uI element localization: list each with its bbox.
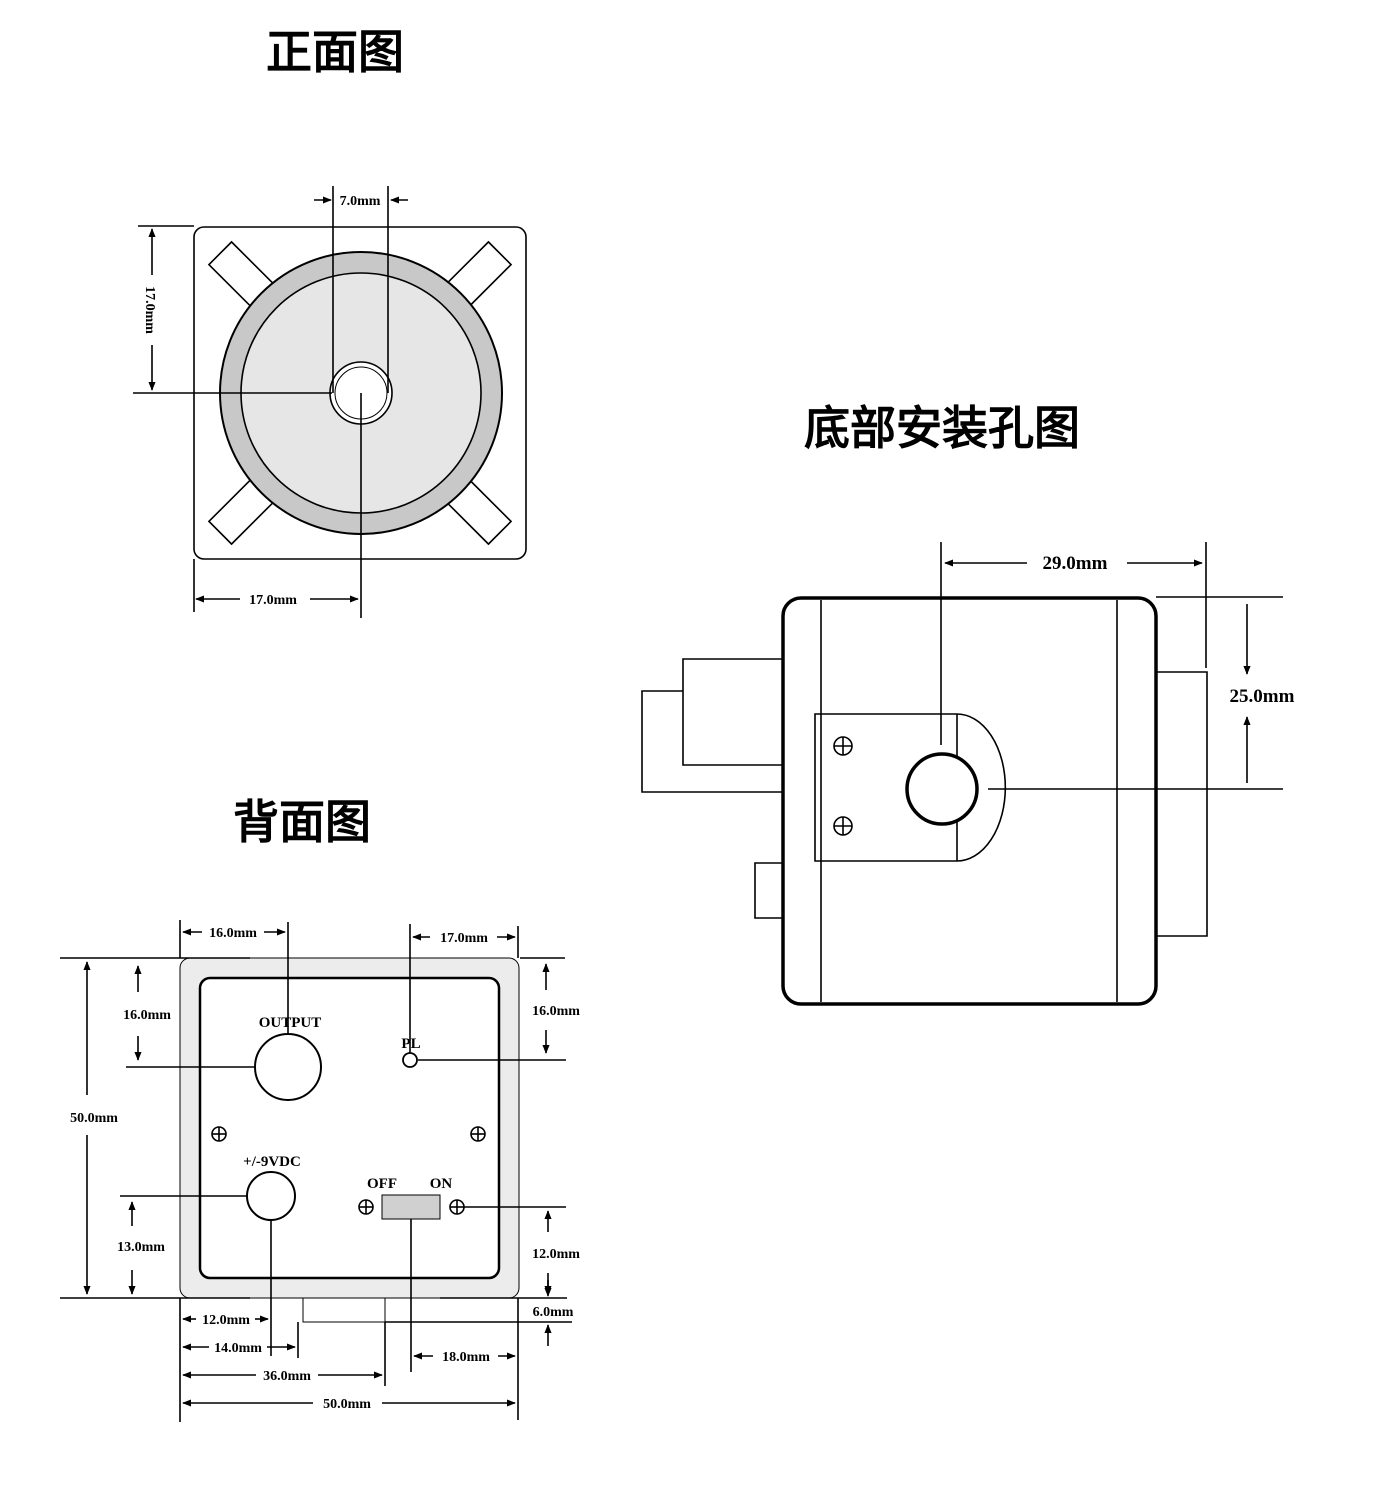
screw-icon <box>358 1199 374 1215</box>
label-power: +/-9VDC <box>243 1154 301 1170</box>
power-jack <box>246 1171 296 1221</box>
tripod-mount-hole <box>905 752 979 826</box>
bottom-view: 底部安装孔图 29.0mm <box>641 401 1295 1006</box>
dim-back-bottom-2: 14.0mm <box>214 1341 262 1356</box>
dim-back-left-upper: 16.0mm <box>123 1008 171 1023</box>
label-pl: PL <box>401 1036 420 1052</box>
power-switch <box>381 1194 441 1220</box>
screw-icon <box>470 1126 486 1142</box>
dim-front-top: 7.0mm <box>340 194 381 209</box>
screw-icon <box>833 736 853 756</box>
lens-mount-protrusion <box>682 658 783 766</box>
dim-back-right-bottom: 6.0mm <box>533 1305 574 1320</box>
label-off: OFF <box>367 1176 397 1192</box>
back-view: 背面图 OUTPUT PL +/-9VDC OFF ON <box>60 795 580 1422</box>
label-on: ON <box>430 1176 453 1192</box>
output-connector <box>254 1033 322 1101</box>
front-view: 正面图 7.0mm 17.0mm 17.0mm <box>133 25 527 618</box>
pl-indicator-led <box>402 1052 418 1068</box>
dim-back-bottom-1: 12.0mm <box>202 1313 250 1328</box>
rear-connector <box>1156 671 1208 937</box>
dim-back-bottom-3: 36.0mm <box>263 1369 311 1384</box>
dim-front-bottom: 17.0mm <box>249 593 297 608</box>
dim-bottom-top: 29.0mm <box>1043 553 1108 574</box>
dim-back-top-left: 16.0mm <box>209 926 257 941</box>
dim-back-top-right: 17.0mm <box>440 931 488 946</box>
side-block <box>754 862 783 919</box>
dim-front-left: 17.0mm <box>142 286 157 334</box>
dim-back-bottom-4: 50.0mm <box>323 1397 371 1412</box>
dim-back-left-lower: 13.0mm <box>117 1240 165 1255</box>
screw-icon <box>449 1199 465 1215</box>
dim-bottom-right: 25.0mm <box>1230 686 1295 707</box>
mounting-plate <box>814 713 1007 862</box>
back-inner-panel <box>198 976 501 1280</box>
dim-back-bottom-right: 18.0mm <box>442 1350 490 1365</box>
label-output: OUTPUT <box>259 1015 322 1031</box>
bottom-body-outline <box>781 596 1158 1006</box>
screw-icon <box>833 816 853 836</box>
dim-back-left-total: 50.0mm <box>70 1111 118 1126</box>
dim-back-right-lower: 12.0mm <box>532 1247 580 1262</box>
screw-icon <box>211 1126 227 1142</box>
back-view-title: 背面图 <box>233 795 371 849</box>
dim-back-right-upper: 16.0mm <box>532 1004 580 1019</box>
front-view-title: 正面图 <box>266 25 404 79</box>
lens-protrusion <box>641 690 783 793</box>
bottom-view-title: 底部安装孔图 <box>804 401 1080 455</box>
back-bottom-tab <box>302 1297 386 1323</box>
